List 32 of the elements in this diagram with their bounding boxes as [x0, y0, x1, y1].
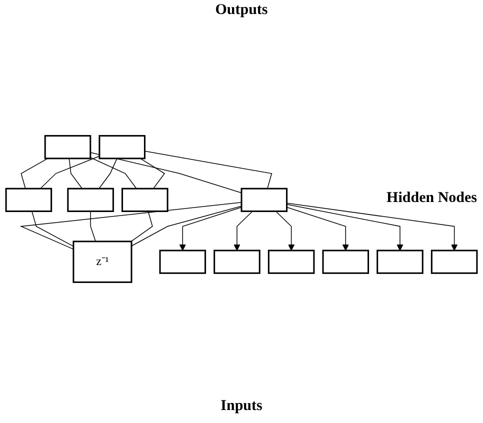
node-box	[376, 250, 424, 274]
connector	[131, 206, 242, 246]
connector	[32, 210, 74, 247]
node-box	[98, 135, 146, 160]
node-box	[44, 135, 92, 160]
connector	[90, 157, 137, 189]
connector	[20, 158, 48, 189]
connector	[40, 156, 100, 189]
node-box	[430, 250, 478, 274]
node-box	[67, 188, 114, 212]
connector	[20, 202, 242, 250]
node-box	[122, 188, 168, 212]
layer-label: Hidden Nodes	[386, 190, 477, 207]
arrow	[179, 206, 242, 251]
layer-label: Outputs	[214, 2, 269, 19]
node-box: z⁻¹	[72, 240, 132, 283]
connector	[98, 158, 118, 189]
connector	[144, 150, 272, 189]
arrow	[275, 210, 295, 251]
connector	[68, 158, 83, 189]
arrow	[286, 204, 404, 251]
layer-label: Inputs	[220, 398, 264, 415]
node-box	[268, 250, 315, 274]
node-box	[240, 188, 288, 212]
node-box	[159, 250, 206, 274]
arrow	[286, 206, 349, 251]
connector	[90, 210, 96, 242]
node-box	[5, 188, 52, 212]
arrow	[286, 202, 458, 251]
node-box	[322, 250, 370, 274]
arrow	[234, 210, 253, 251]
node-box	[214, 250, 260, 274]
